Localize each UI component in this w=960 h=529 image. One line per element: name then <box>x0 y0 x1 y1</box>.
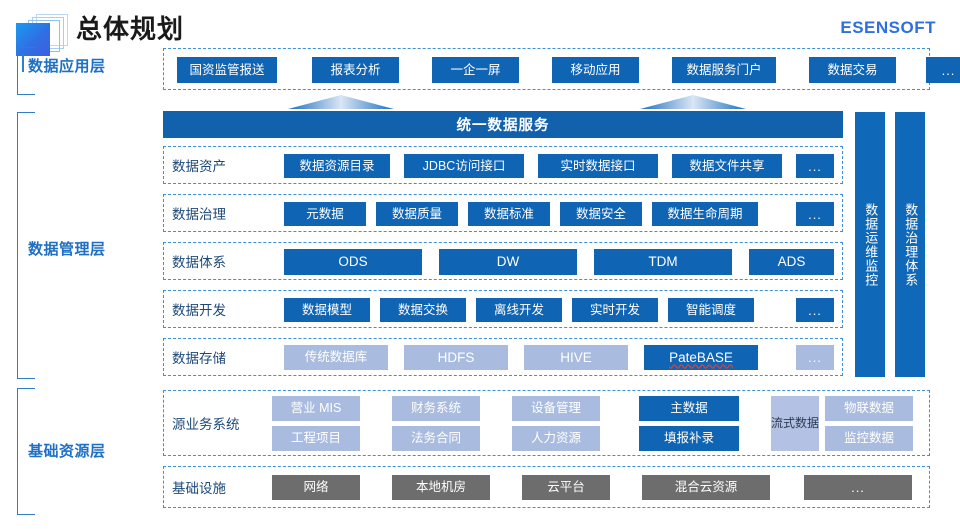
sys-chip-tdm[interactable]: TDM <box>594 249 732 275</box>
app-chip-2[interactable]: 一企一屏 <box>432 57 519 83</box>
store-chip-patebase-label: PateBASE <box>669 349 733 365</box>
gov-chip-more[interactable]: ... <box>796 202 834 226</box>
side-bar-data-governance-system: 数据治理体系 <box>895 112 925 377</box>
src-chip-stream-data[interactable]: 流式数据 <box>771 396 819 451</box>
src-top-chip-3[interactable]: 主数据 <box>639 396 739 421</box>
unified-data-service-banner: 统一数据服务 <box>163 111 843 138</box>
infra-chip-3[interactable]: 混合云资源 <box>642 475 770 500</box>
src-chip-monitor-data[interactable]: 监控数据 <box>825 426 913 451</box>
dev-chip-0[interactable]: 数据模型 <box>284 298 370 322</box>
asset-chip-0[interactable]: 数据资源目录 <box>284 154 390 178</box>
gov-chip-4[interactable]: 数据生命周期 <box>652 202 758 226</box>
dev-chip-1[interactable]: 数据交换 <box>380 298 466 322</box>
management-row-data-system: 数据体系 ODS DW TDM ADS <box>163 242 843 280</box>
app-chip-5[interactable]: 数据交易 <box>809 57 896 83</box>
infra-chip-2[interactable]: 云平台 <box>522 475 610 500</box>
logo-stem <box>22 54 24 72</box>
store-chip-patebase[interactable]: PateBASE <box>644 345 758 370</box>
application-layer-row: 国资监管报送 报表分析 一企一屏 移动应用 数据服务门户 数据交易 ... <box>163 48 960 90</box>
app-chip-more[interactable]: ... <box>926 57 960 83</box>
src-top-chip-2[interactable]: 设备管理 <box>512 396 600 421</box>
row-label-data-storage: 数据存储 <box>172 351 226 366</box>
app-chip-3[interactable]: 移动应用 <box>552 57 639 83</box>
asset-chip-1[interactable]: JDBC访问接口 <box>404 154 524 178</box>
gov-chip-1[interactable]: 数据质量 <box>376 202 458 226</box>
stacked-squares-logo-icon <box>10 8 72 56</box>
store-chip-more[interactable]: ... <box>796 345 834 370</box>
up-arrow-left-icon <box>288 95 394 109</box>
store-chip-hdfs[interactable]: HDFS <box>404 345 508 370</box>
infra-chip-more[interactable]: ... <box>804 475 912 500</box>
row-label-data-system: 数据体系 <box>172 255 226 270</box>
infra-chip-1[interactable]: 本地机房 <box>392 475 490 500</box>
asset-chip-2[interactable]: 实时数据接口 <box>538 154 658 178</box>
src-bottom-chip-3[interactable]: 填报补录 <box>639 426 739 451</box>
src-top-chip-1[interactable]: 财务系统 <box>392 396 480 421</box>
row-label-data-asset: 数据资产 <box>172 159 226 174</box>
bracket-application <box>17 47 35 95</box>
dev-chip-2[interactable]: 离线开发 <box>476 298 562 322</box>
gov-chip-3[interactable]: 数据安全 <box>560 202 642 226</box>
infra-chip-0[interactable]: 网络 <box>272 475 360 500</box>
brand-logo-text: ESENSOFT <box>840 18 936 37</box>
src-chip-iot-data[interactable]: 物联数据 <box>825 396 913 421</box>
resource-row-infrastructure: 基础设施 网络 本地机房 云平台 混合云资源 ... <box>163 466 930 508</box>
resource-row-source-systems: 源业务系统 营业 MIS 工程项目 财务系统 法务合同 设备管理 人力资源 主数… <box>163 390 930 456</box>
dev-chip-more[interactable]: ... <box>796 298 834 322</box>
gov-chip-0[interactable]: 元数据 <box>284 202 366 226</box>
asset-chip-more[interactable]: ... <box>796 154 834 178</box>
layer-label-management: 数据管理层 <box>28 241 106 258</box>
bracket-management <box>17 112 35 379</box>
app-chip-0[interactable]: 国资监管报送 <box>177 57 277 83</box>
row-label-data-governance: 数据治理 <box>172 207 226 222</box>
asset-chip-3[interactable]: 数据文件共享 <box>672 154 782 178</box>
dev-chip-3[interactable]: 实时开发 <box>572 298 658 322</box>
src-bottom-chip-2[interactable]: 人力资源 <box>512 426 600 451</box>
row-label-data-development: 数据开发 <box>172 303 226 318</box>
src-bottom-chip-0[interactable]: 工程项目 <box>272 426 360 451</box>
sys-chip-dw[interactable]: DW <box>439 249 577 275</box>
bracket-resource <box>17 388 35 515</box>
layer-label-resource: 基础资源层 <box>28 443 106 460</box>
management-row-data-development: 数据开发 数据模型 数据交换 离线开发 实时开发 智能调度 ... <box>163 290 843 328</box>
management-row-data-storage: 数据存储 传统数据库 HDFS HIVE PateBASE ... <box>163 338 843 376</box>
store-chip-hive[interactable]: HIVE <box>524 345 628 370</box>
management-row-data-governance: 数据治理 元数据 数据质量 数据标准 数据安全 数据生命周期 ... <box>163 194 843 232</box>
row-label-source-systems: 源业务系统 <box>172 417 240 432</box>
sys-chip-ads[interactable]: ADS <box>749 249 834 275</box>
up-arrow-right-icon <box>640 95 746 109</box>
store-chip-0[interactable]: 传统数据库 <box>284 345 388 370</box>
app-chip-4[interactable]: 数据服务门户 <box>672 57 776 83</box>
sys-chip-ods[interactable]: ODS <box>284 249 422 275</box>
management-row-data-asset: 数据资产 数据资源目录 JDBC访问接口 实时数据接口 数据文件共享 ... <box>163 146 843 184</box>
page-title: 总体规划 <box>76 14 185 44</box>
src-bottom-chip-1[interactable]: 法务合同 <box>392 426 480 451</box>
src-top-chip-0[interactable]: 营业 MIS <box>272 396 360 421</box>
layer-label-application: 数据应用层 <box>28 58 106 75</box>
gov-chip-2[interactable]: 数据标准 <box>468 202 550 226</box>
row-label-infrastructure: 基础设施 <box>172 481 226 496</box>
dev-chip-4[interactable]: 智能调度 <box>668 298 754 322</box>
app-chip-1[interactable]: 报表分析 <box>312 57 399 83</box>
side-bar-data-ops-monitoring: 数据运维监控 <box>855 112 885 377</box>
